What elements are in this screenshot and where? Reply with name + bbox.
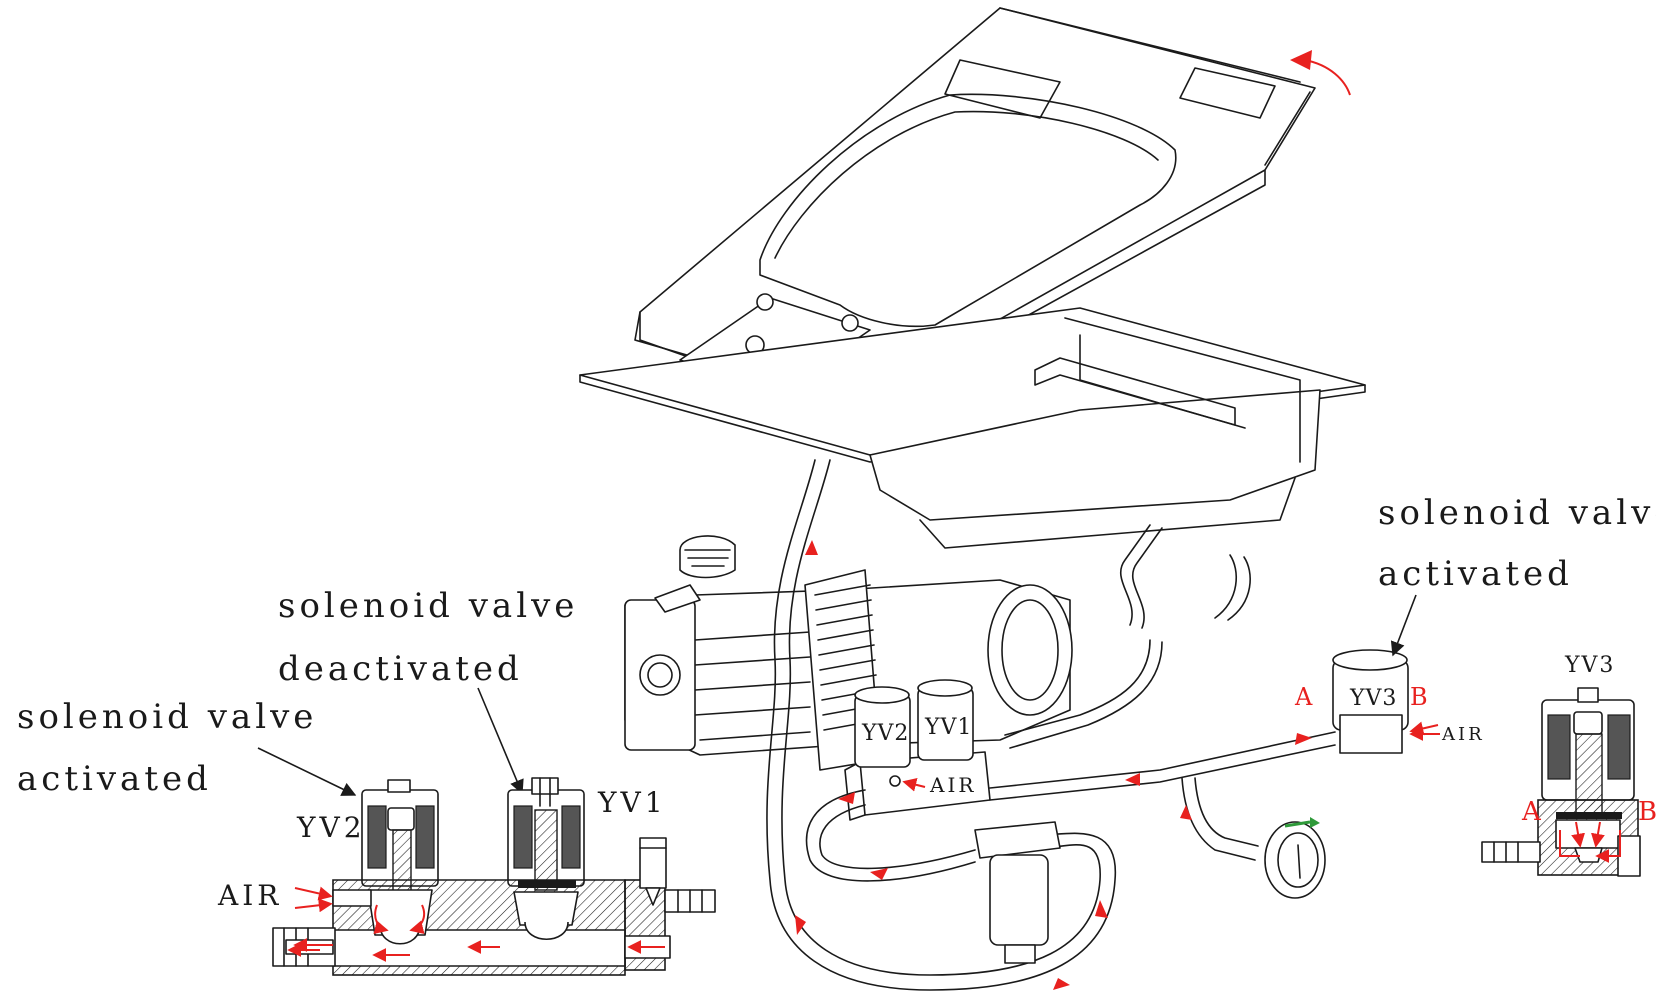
yv3-body-label: YV3	[1349, 686, 1397, 711]
center-leader-line	[477, 687, 524, 795]
vacuum-chamber	[579, 307, 1366, 549]
manifold-body	[272, 837, 716, 976]
center-deactivated-label-line1: solenoid valve	[278, 586, 578, 626]
pressure-gauge-icon	[1264, 817, 1326, 899]
callout-labels: solenoid valve activated solenoid valve …	[17, 493, 1656, 799]
machine-assembly: YV2 YV1 AIR	[579, 7, 1485, 991]
yv3-detail-label: YV3	[1564, 653, 1615, 678]
yv2-label: YV2	[296, 811, 366, 844]
hose-lines	[766, 459, 1336, 991]
center-deactivated-label-line2: deactivated	[278, 649, 523, 689]
section-flow-arrows	[287, 886, 665, 962]
left-activated-label-line2: activated	[17, 759, 212, 799]
yv2-coil	[361, 779, 439, 896]
yv3-detail-section: YV3 A B	[1481, 653, 1656, 877]
air-label-left: AIR	[217, 879, 282, 912]
left-activated-label-line1: solenoid valve	[17, 697, 317, 737]
port-a-detail-label: A	[1521, 797, 1542, 827]
yv1-coil	[507, 777, 585, 891]
port-b-detail-label: B	[1638, 797, 1656, 827]
yv3-valve: YV3 A B AIR	[1294, 649, 1485, 754]
oil-filter	[974, 821, 1061, 964]
port-a-main-label: A	[1294, 683, 1313, 711]
yv1-label: YV1	[597, 786, 667, 819]
yv1-body-label: YV1	[924, 715, 972, 740]
right-activated-label-line1: solenoid valve	[1378, 493, 1656, 533]
lid-rotation-arrowhead-icon	[1290, 50, 1312, 70]
right-leader-line	[1390, 594, 1417, 657]
air-label-center: AIR	[929, 773, 976, 797]
lid-rotation-arrow-icon	[1304, 59, 1351, 96]
port-b-main-label: B	[1410, 683, 1428, 711]
yv2-body-label: YV2	[861, 721, 909, 746]
main-solenoid-block: YV2 YV1 AIR	[844, 679, 991, 821]
left-leader-line	[257, 747, 357, 796]
right-activated-label-line2: activated	[1378, 554, 1573, 594]
vacuum-lid	[634, 7, 1316, 406]
manifold-cross-section: YV2 YV1	[217, 777, 716, 976]
air-label-right: AIR	[1441, 724, 1485, 745]
